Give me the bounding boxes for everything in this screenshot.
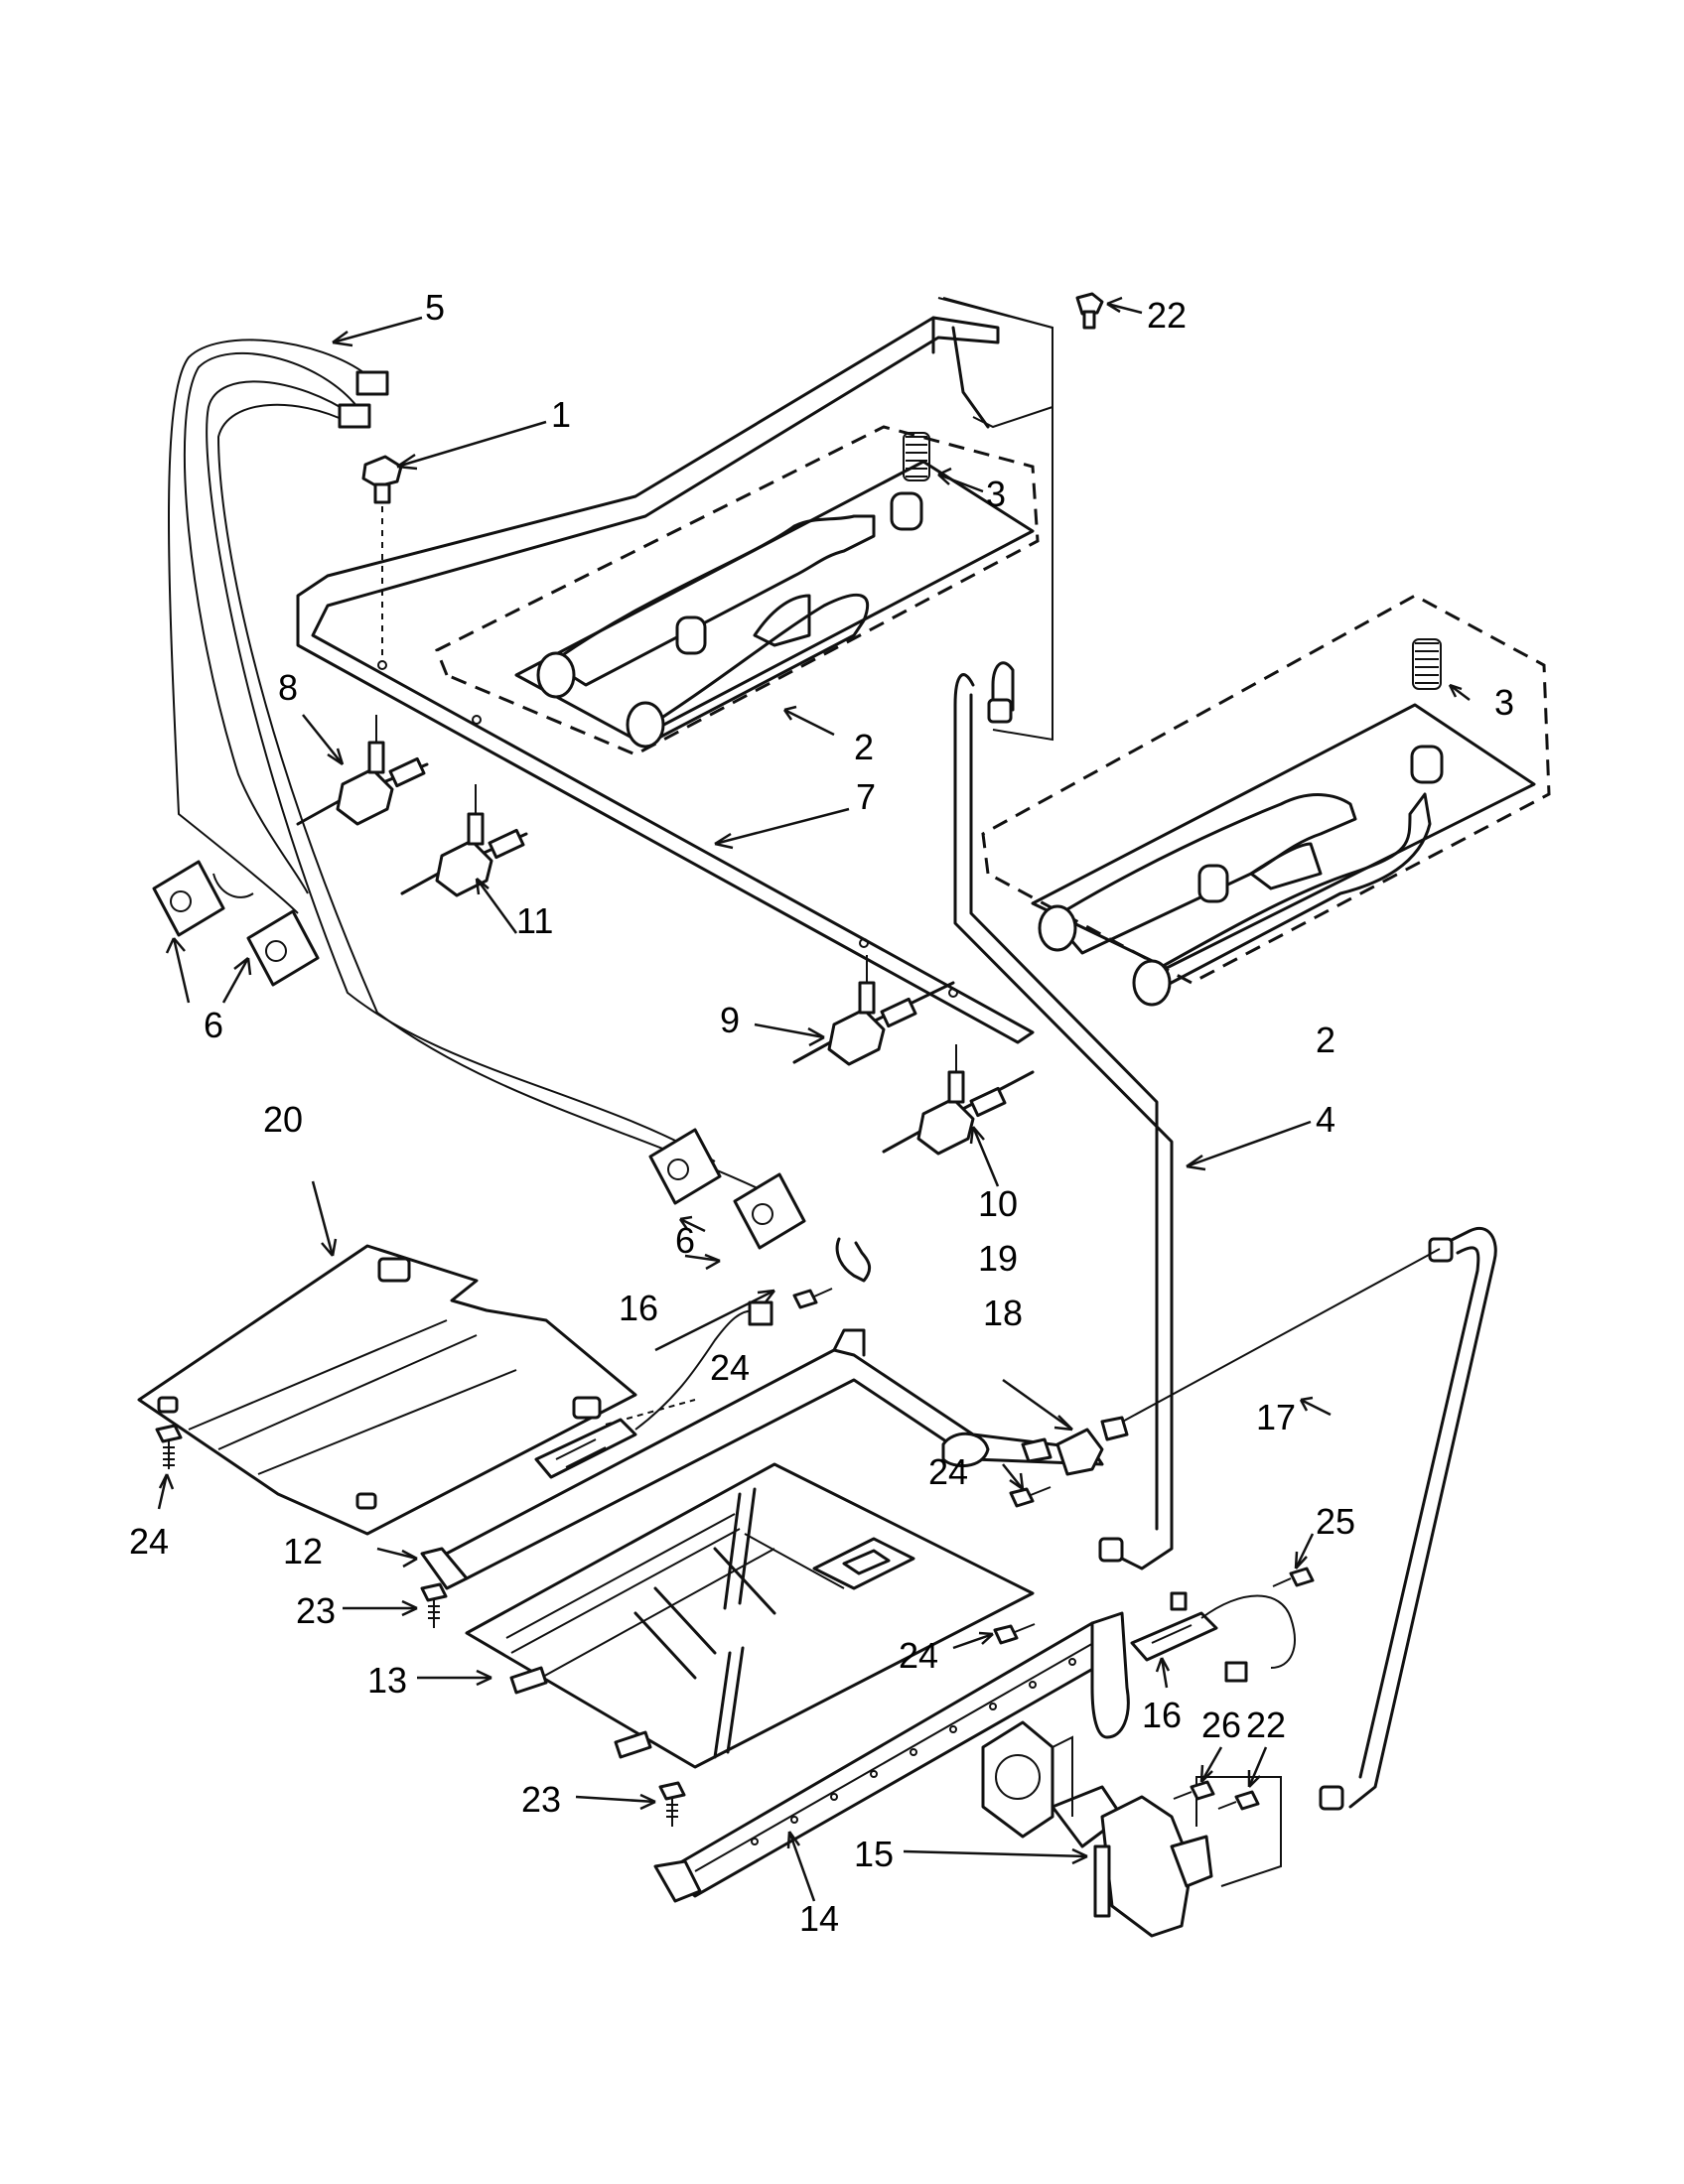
gas-tube-4 xyxy=(953,661,1174,1570)
callout-20: 20 xyxy=(263,1099,303,1140)
screw-part-22-top xyxy=(1075,292,1104,330)
callout-2-rear: 2 xyxy=(854,727,874,767)
burner-assembly-front xyxy=(981,594,1551,1007)
callout-17: 17 xyxy=(1256,1397,1296,1437)
screw-24-lower xyxy=(993,1623,1036,1645)
callout-16-lower: 16 xyxy=(1142,1695,1182,1735)
callout-10: 10 xyxy=(978,1183,1018,1224)
burner-baffle-tray xyxy=(465,1462,1035,1769)
callout-23-lower: 23 xyxy=(521,1779,561,1820)
switch-3 xyxy=(648,1128,722,1205)
screw-24-mid xyxy=(792,1288,833,1309)
callout-25: 25 xyxy=(1316,1501,1355,1542)
gas-tube-17 xyxy=(1116,1226,1497,1811)
callout-19: 19 xyxy=(978,1238,1018,1279)
switch-2 xyxy=(246,909,320,987)
callout-23-upper: 23 xyxy=(296,1590,336,1631)
callout-3-front: 3 xyxy=(1494,682,1514,723)
callout-22-lower: 22 xyxy=(1246,1705,1286,1745)
bake-burner xyxy=(653,1611,1130,1903)
callout-13: 13 xyxy=(367,1660,407,1701)
callout-26: 26 xyxy=(1201,1705,1241,1745)
wire-harness xyxy=(168,339,785,1202)
gas-valve-part-15 xyxy=(981,1720,1213,1938)
spring-front xyxy=(1412,638,1442,690)
burner-assembly-rear xyxy=(435,425,1040,756)
callout-6-left: 6 xyxy=(204,1005,223,1045)
screw-part-1 xyxy=(361,455,403,655)
callout-2-front: 2 xyxy=(1316,1020,1335,1060)
callout-12: 12 xyxy=(283,1531,323,1571)
callout-18: 18 xyxy=(983,1293,1023,1333)
callout-15: 15 xyxy=(854,1834,894,1874)
screw-24-mid2 xyxy=(1009,1486,1052,1508)
valve-part-10 xyxy=(882,1044,1035,1156)
callout-1: 1 xyxy=(551,394,571,435)
callout-24-lower: 24 xyxy=(899,1635,938,1676)
callout-14: 14 xyxy=(799,1898,839,1939)
callout-8: 8 xyxy=(278,667,298,708)
callout-7: 7 xyxy=(856,776,876,817)
manifold-pipe xyxy=(296,297,1053,1044)
callout-3-rear: 3 xyxy=(986,474,1006,514)
screw-22-lower xyxy=(1217,1790,1260,1811)
screw-23-lower xyxy=(658,1781,686,1827)
callout-9: 9 xyxy=(720,1000,740,1040)
callout-24-left: 24 xyxy=(129,1521,169,1562)
screw-26 xyxy=(1173,1780,1215,1801)
callout-11: 11 xyxy=(516,900,553,941)
valve-part-9 xyxy=(792,955,955,1066)
igniter-lower xyxy=(1130,1591,1296,1683)
valve-part-11 xyxy=(400,784,528,897)
valve-part-8 xyxy=(296,715,429,826)
igniter-upper xyxy=(534,1300,773,1479)
callout-22-top: 22 xyxy=(1147,295,1187,336)
cover-plate xyxy=(137,1244,637,1536)
spring-rear xyxy=(903,432,930,481)
callout-6-lower: 6 xyxy=(675,1220,695,1261)
callout-4: 4 xyxy=(1316,1099,1335,1140)
leader-lines xyxy=(157,296,1471,1902)
orifice-holder xyxy=(1021,1416,1129,1476)
callout-24-mid: 24 xyxy=(710,1347,750,1388)
callout-16-upper: 16 xyxy=(619,1288,658,1328)
callout-labels: 5 22 1 3 3 8 2 7 11 6 9 2 4 10 20 6 19 1… xyxy=(129,287,1514,1939)
callout-24-right: 24 xyxy=(928,1451,968,1492)
screw-23-upper xyxy=(420,1582,448,1628)
screw-24-left xyxy=(155,1424,183,1469)
callout-5: 5 xyxy=(425,287,445,328)
screw-25 xyxy=(1272,1567,1315,1587)
clip-part-19 xyxy=(835,1237,872,1283)
switch-4 xyxy=(733,1172,806,1250)
switch-1 xyxy=(152,860,225,937)
